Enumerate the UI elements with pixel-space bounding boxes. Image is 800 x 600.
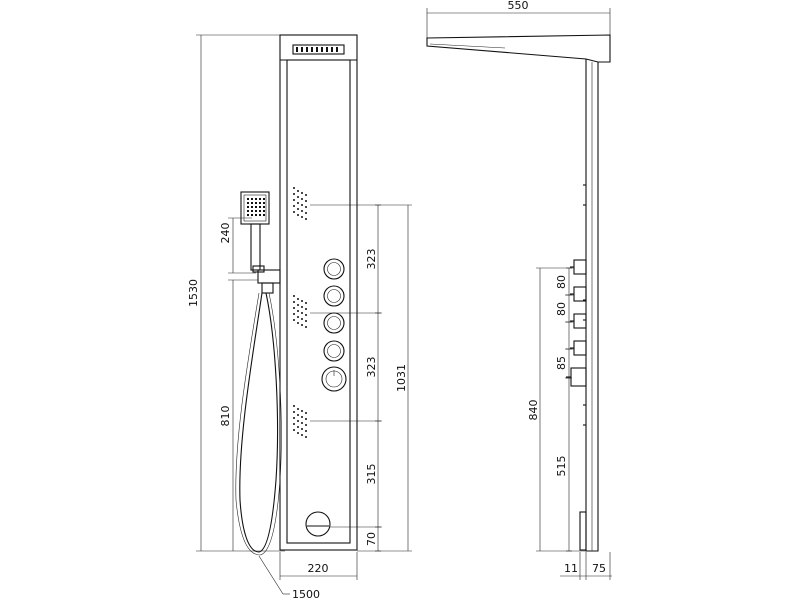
- hand-shower-nozzles: [247, 198, 265, 216]
- dimension-total-height: 1530: [187, 34, 285, 552]
- body-jet-3: [293, 405, 307, 438]
- bottom-spout: [305, 511, 331, 537]
- front-view: 1530: [187, 34, 412, 600]
- dim-85-label: 85: [555, 356, 568, 370]
- knob-4: [323, 340, 345, 362]
- dimension-hand-shower: 240: [219, 217, 256, 274]
- dim-840-label: 840: [527, 400, 540, 421]
- control-knobs: [321, 258, 347, 392]
- dim-323-lower-label: 323: [365, 357, 378, 378]
- knob-1: [323, 258, 345, 280]
- dim-80-lower-label: 80: [555, 302, 568, 316]
- dim-1500-label: 1500: [292, 588, 320, 600]
- rain-nozzles: [296, 47, 338, 52]
- side-profile: [426, 34, 611, 552]
- dimension-panel-width: 220: [279, 552, 358, 580]
- dimension-controls-chain: 80 80 85 515 840: [527, 267, 586, 552]
- dim-550-label: 550: [508, 0, 529, 12]
- thermostat-knob: [321, 366, 347, 392]
- dim-80-upper-label: 80: [555, 275, 568, 289]
- shower-panel: [279, 34, 358, 551]
- dimension-jets-chain: 323 323 315 70 1031: [310, 204, 412, 552]
- body-jet-2: [293, 295, 307, 328]
- body-jet-1: [293, 187, 307, 220]
- dimension-bottom-depth: 11 75: [560, 552, 612, 580]
- dimension-hose: 1500: [258, 555, 320, 600]
- dim-1530-label: 1530: [187, 279, 200, 307]
- dim-75-label: 75: [592, 562, 606, 575]
- knob-3: [323, 312, 345, 334]
- knob-2: [323, 285, 345, 307]
- dim-11-label: 11: [564, 562, 578, 575]
- hand-shower: [240, 191, 281, 294]
- dim-1031-label: 1031: [395, 364, 408, 392]
- dimension-holder-height: 810: [219, 279, 258, 551]
- dim-515-label: 515: [555, 456, 568, 477]
- dim-220-label: 220: [308, 562, 329, 575]
- dim-315-label: 315: [365, 464, 378, 485]
- dim-70-label: 70: [365, 532, 378, 546]
- dim-240-label: 240: [219, 223, 232, 244]
- shower-hose: [235, 292, 282, 556]
- dimension-top-depth: 550: [426, 0, 611, 40]
- side-knobs: [566, 259, 587, 387]
- side-view: 550: [426, 0, 612, 580]
- dim-810-label: 810: [219, 406, 232, 427]
- dim-323-upper-label: 323: [365, 249, 378, 270]
